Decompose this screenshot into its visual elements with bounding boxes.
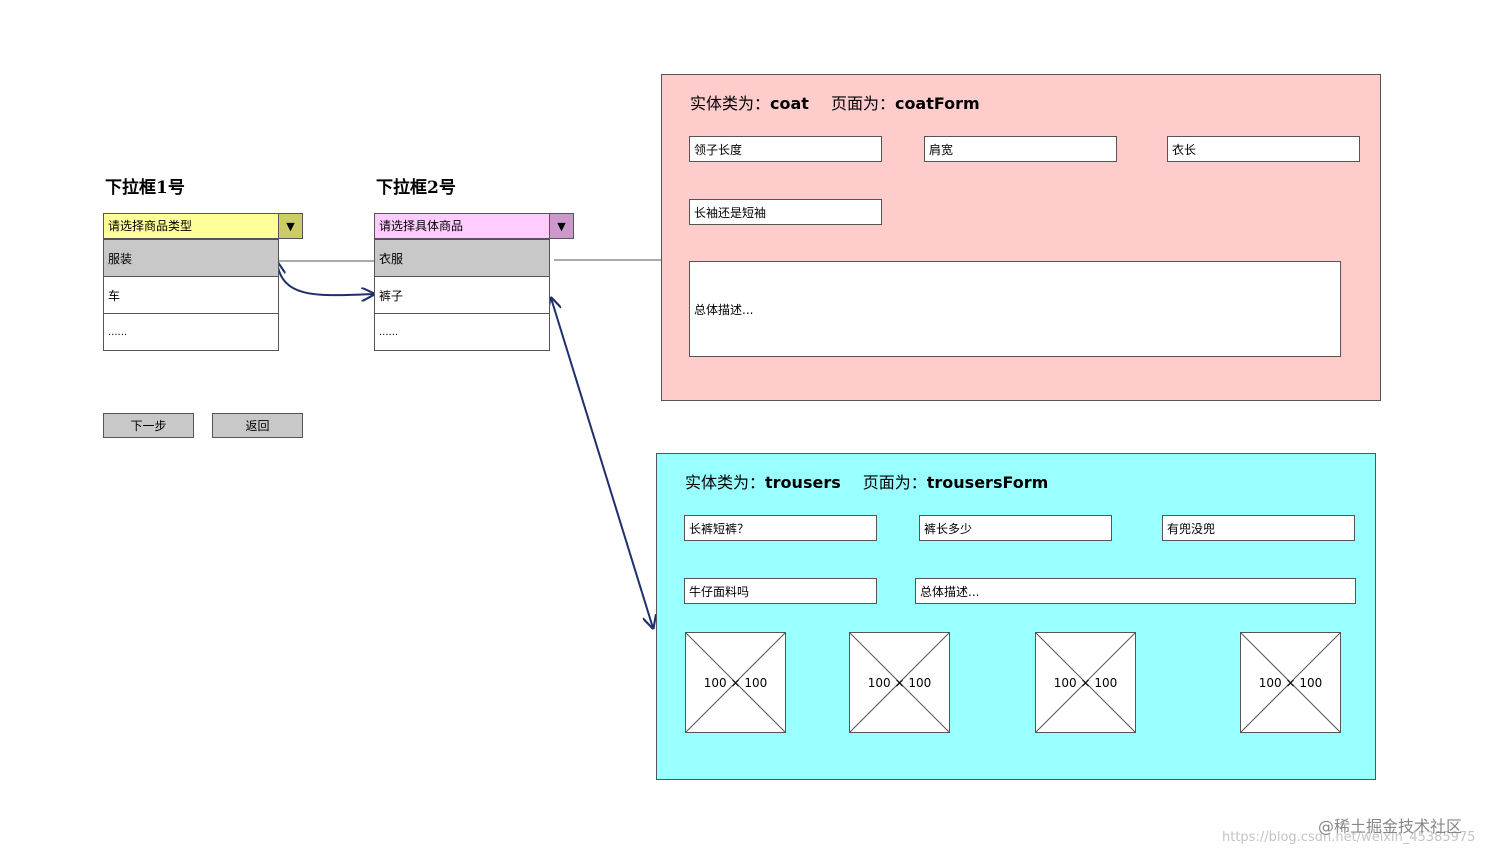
form-name: coatForm [894,94,980,113]
dropdown1-option[interactable]: 服装 [103,239,279,277]
coat-panel-title: 实体类为：coat 页面为：coatForm [690,90,980,114]
description-textarea[interactable]: 总体描述... [689,261,1341,357]
entity-label: 实体类为： [690,94,771,113]
form-name: trousersForm [926,473,1049,492]
image-size-label: 100 × 100 [703,675,768,690]
dropdown2-select[interactable]: 请选择具体商品 [374,213,550,239]
shoulder-width-field[interactable]: 肩宽 [924,136,1117,162]
category-link-arrow [277,262,374,295]
dropdown1-option[interactable]: 车 [103,276,279,314]
form-label: 页面为： [830,94,895,113]
dropdown1-heading: 下拉框1号 [105,178,185,198]
pockets-field[interactable]: 有兜没兜 [1162,515,1355,541]
image-placeholder: 100 × 100 [1240,632,1341,733]
dropdown1-option[interactable]: ...... [103,313,279,351]
trouser-length-field[interactable]: 裤长多少 [919,515,1112,541]
trousers-link-arrow [551,298,653,628]
entity-label: 实体类为： [685,473,766,492]
chevron-down-icon: ▼ [557,219,566,233]
dropdown2-heading: 下拉框2号 [376,178,456,198]
dropdown2-option[interactable]: 衣服 [374,239,550,277]
image-size-label: 100 × 100 [1053,675,1118,690]
dropdown1-arrow-button[interactable]: ▼ [278,213,303,239]
placeholder-cross-icon [850,633,949,732]
dropdown2-option[interactable]: 裤子 [374,276,550,314]
chevron-down-icon: ▼ [286,219,295,233]
entity-name: coat [770,94,809,113]
collar-length-field[interactable]: 领子长度 [689,136,882,162]
watermark-brand: @稀土掘金技术社区 [1318,817,1463,836]
dropdown1-select[interactable]: 请选择商品类型 [103,213,279,239]
denim-fabric-field[interactable]: 牛仔面料吗 [684,578,877,604]
image-placeholder: 100 × 100 [1035,632,1136,733]
image-size-label: 100 × 100 [1258,675,1323,690]
coat-length-field[interactable]: 衣长 [1167,136,1360,162]
description-field[interactable]: 总体描述... [915,578,1356,604]
trousers-panel-title: 实体类为：trousers 页面为：trousersForm [685,469,1048,493]
image-placeholder: 100 × 100 [685,632,786,733]
image-size-label: 100 × 100 [867,675,932,690]
sleeve-type-field[interactable]: 长袖还是短袖 [689,199,882,225]
dropdown2-option[interactable]: ...... [374,313,550,351]
placeholder-cross-icon [1036,633,1135,732]
form-label: 页面为： [862,473,927,492]
image-placeholder: 100 × 100 [849,632,950,733]
back-button[interactable]: 返回 [212,413,303,438]
dropdown2-arrow-button[interactable]: ▼ [549,213,574,239]
trouser-length-type-field[interactable]: 长裤短裤？ [684,515,877,541]
watermark-url: https://blog.csdn.net/weixin_45385975 [1222,830,1476,845]
next-step-button[interactable]: 下一步 [103,413,194,438]
trousers-form-panel: 实体类为：trousers 页面为：trousersForm 长裤短裤？ 裤长多少… [656,453,1376,780]
placeholder-cross-icon [1241,633,1340,732]
entity-name: trousers [765,473,841,492]
placeholder-cross-icon [686,633,785,732]
